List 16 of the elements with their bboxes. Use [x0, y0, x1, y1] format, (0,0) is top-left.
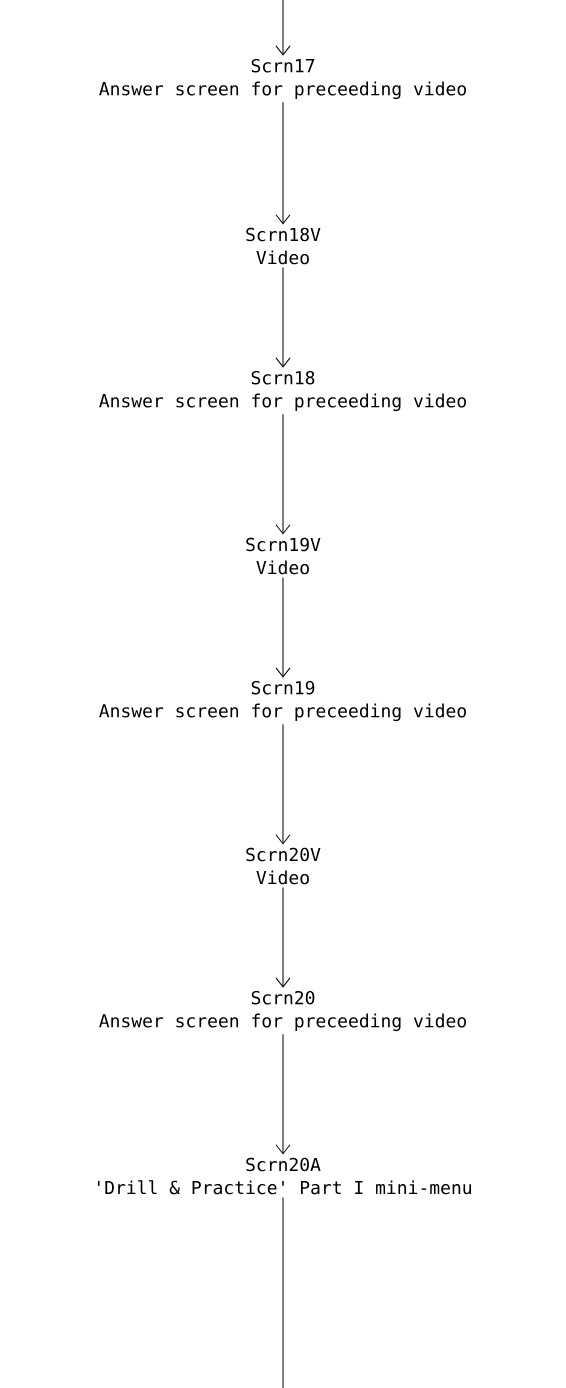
screen-label: Scrn18V Video: [246, 227, 321, 265]
screen-label: Scrn20A 'Drill & Practice' Part I mini-menu: [98, 1157, 471, 1195]
screen-label: Scrn20 Answer screen for preceeding video: [99, 990, 466, 1032]
screen-label: Scrn17 Answer screen for preceeding video: [99, 58, 466, 100]
arrow: [275, 577, 291, 678]
arrow: [275, 1033, 291, 1155]
screen-label: Scrn20V Video: [246, 847, 321, 885]
arrow: [275, 723, 291, 845]
arrow: [275, 0, 291, 56]
screen-label: Scrn19 Answer screen for preceeding video: [99, 680, 466, 722]
arrow: [275, 267, 291, 368]
screen-label: Scrn19V Video: [246, 537, 321, 575]
screen-label: Scrn18 Answer screen for preceeding video: [99, 370, 466, 412]
arrow: [275, 413, 291, 535]
arrow: [275, 887, 291, 988]
arrow: [275, 101, 291, 225]
